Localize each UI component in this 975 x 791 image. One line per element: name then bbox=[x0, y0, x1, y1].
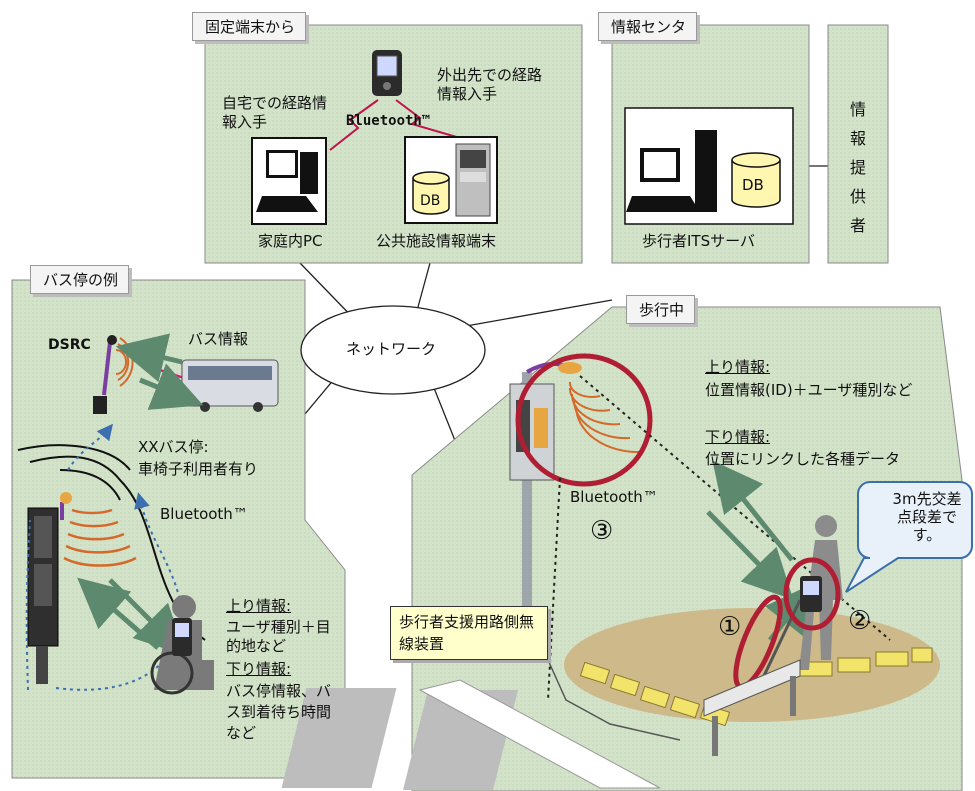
walking-down-title: 下り情報: bbox=[705, 428, 771, 446]
roadside-device-label: 歩行者支援用路側無線装置 bbox=[390, 606, 548, 660]
highlight-circle-3 bbox=[515, 353, 653, 487]
bt-waves-bus bbox=[63, 508, 137, 567]
server-label: 歩行者ITSサーバ bbox=[642, 232, 755, 250]
bus-notice-line1: XXバス停: bbox=[138, 438, 209, 456]
bus-info-arrows bbox=[115, 333, 204, 410]
speech-bubble-text: 3m先交差点段差です。 bbox=[892, 490, 962, 544]
walking-up-title: 上り情報: bbox=[705, 358, 771, 376]
network-ellipse bbox=[300, 305, 486, 395]
signal-pole-icon bbox=[93, 335, 117, 414]
bus-up-title: 上り情報: bbox=[226, 597, 292, 615]
server-icon bbox=[626, 130, 717, 212]
bus-stop-sign bbox=[27, 492, 72, 684]
bluetooth-label-fixed: Bluetooth™ bbox=[346, 113, 431, 129]
home-pc-label: 家庭内PC bbox=[258, 232, 323, 250]
bt-arrows-bus bbox=[77, 577, 186, 656]
wheelchair-user-icon bbox=[150, 595, 214, 695]
road-curves bbox=[17, 444, 206, 641]
walking-title: 歩行中 bbox=[626, 295, 696, 324]
speech-bubble bbox=[845, 481, 973, 593]
fixed-terminal-title: 固定端末から bbox=[192, 12, 307, 41]
bus-down-title: 下り情報: bbox=[226, 660, 292, 678]
bus-stop-title: バス停の例 bbox=[30, 265, 130, 294]
database-icon bbox=[412, 171, 450, 215]
walking-down-body: 位置にリンクした各種データ bbox=[705, 450, 901, 468]
computer-icon bbox=[251, 137, 327, 225]
number-3: ③ bbox=[590, 516, 614, 546]
crosswalk bbox=[281, 679, 661, 790]
highlight-circle-2 bbox=[783, 557, 841, 631]
dsrc-label: DSRC bbox=[48, 337, 91, 353]
number-1: ① bbox=[718, 612, 742, 642]
info-provider-panel bbox=[827, 24, 889, 264]
bus-up-body: ユーザ種別＋目的地など bbox=[226, 618, 331, 655]
home-route-label: 自宅での経路情報入手 bbox=[222, 94, 328, 131]
info-center-title: 情報センタ bbox=[598, 12, 698, 41]
bluetooth-label-bus: Bluetooth™ bbox=[160, 505, 248, 523]
db-label-fixed: DB bbox=[420, 193, 441, 209]
walking-up-body: 位置情報(ID)＋ユーザ種別など bbox=[705, 381, 913, 399]
info-provider-label: 情報提供者 bbox=[849, 100, 866, 235]
bluetooth-label-walking: Bluetooth™ bbox=[570, 488, 658, 506]
bus-down-body: バス停情報、バス到着待ち時間など bbox=[226, 682, 332, 742]
bluetooth-links-fixed bbox=[329, 99, 461, 151]
walking-waves bbox=[568, 381, 641, 454]
network-label: ネットワーク bbox=[346, 340, 437, 358]
bus-icon bbox=[181, 359, 279, 412]
phone-icon bbox=[372, 50, 402, 96]
bus-notice-line2: 車椅子利用者有り bbox=[138, 460, 259, 478]
db-label-server: DB bbox=[742, 176, 764, 194]
public-terminal-label: 公共施設情報端末 bbox=[376, 232, 497, 250]
outside-route-label: 外出先での経路情報入手 bbox=[437, 66, 543, 103]
database-icon bbox=[731, 152, 781, 208]
guard-rail bbox=[703, 659, 801, 756]
number-2: ② bbox=[848, 606, 872, 636]
bus-info-label: バス情報 bbox=[188, 330, 249, 348]
